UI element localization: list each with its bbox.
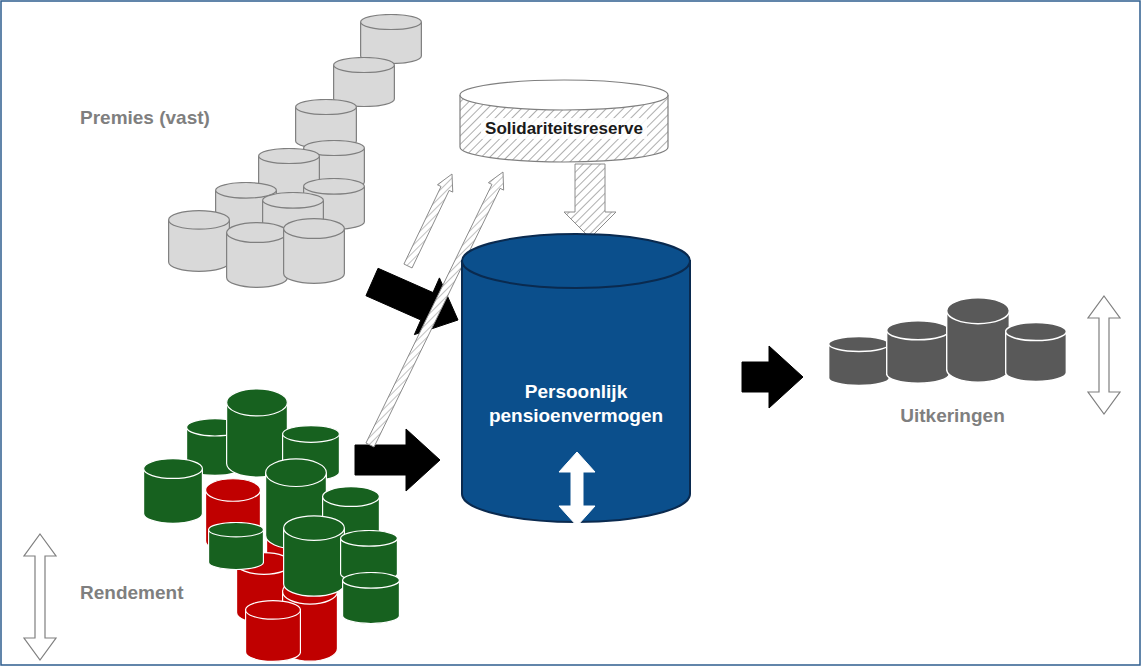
variation-arrow bbox=[559, 452, 595, 526]
flow-arrow bbox=[742, 346, 803, 408]
coin-group: Premies (vast) bbox=[60, 10, 400, 295]
node-label: Persoonlijk pensioenvermogen bbox=[476, 380, 676, 428]
cylinder-node: Solidariteitsreserve bbox=[458, 78, 670, 164]
cylinder-top bbox=[462, 234, 690, 288]
coin-group: Rendement bbox=[60, 385, 405, 663]
node-label: Premies (vast) bbox=[80, 106, 230, 130]
node-label: Solidariteitsreserve bbox=[481, 118, 647, 139]
cylinder-shape bbox=[60, 10, 400, 295]
cylinder-top bbox=[460, 80, 668, 110]
premium-coins bbox=[169, 15, 422, 288]
node-label: Rendement bbox=[80, 581, 210, 605]
node-label: Uitkeringen bbox=[825, 404, 1080, 428]
solidarity-arrow bbox=[404, 174, 453, 268]
cylinder-body bbox=[462, 260, 690, 522]
cylinder-shape bbox=[60, 385, 405, 663]
coin-group: Uitkeringen bbox=[825, 292, 1080, 432]
solidarity-arrow bbox=[564, 164, 616, 238]
cylinder-shape bbox=[460, 232, 692, 524]
variation-arrow bbox=[24, 534, 56, 660]
variation-arrow bbox=[1088, 296, 1120, 414]
cylinder-node: Persoonlijk pensioenvermogen bbox=[460, 232, 692, 524]
payout-coins bbox=[829, 298, 1067, 386]
